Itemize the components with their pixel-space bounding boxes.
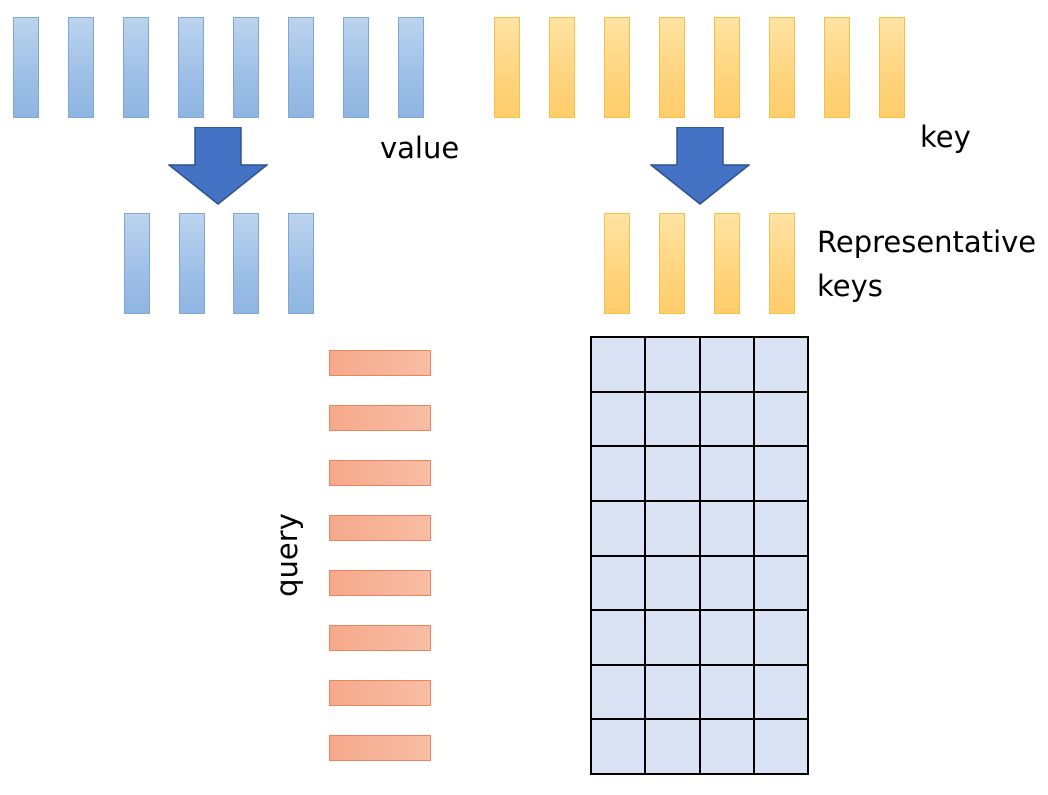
- matrix-cell: [754, 611, 809, 666]
- value-vector: [123, 17, 149, 118]
- down-arrow-icon: [650, 127, 750, 205]
- representative-keys-line2: keys: [817, 268, 883, 303]
- matrix-cell: [700, 556, 755, 612]
- matrix-cell: [754, 447, 809, 502]
- query-vector: [329, 570, 431, 596]
- matrix-cell: [700, 611, 755, 666]
- key-vector: [494, 17, 520, 118]
- matrix-cell: [700, 447, 755, 502]
- value-label: value: [380, 131, 460, 165]
- key-vector: [659, 17, 685, 118]
- matrix-cell: [754, 720, 809, 775]
- representative-value-vector: [124, 213, 150, 314]
- matrix-cell: [646, 720, 701, 775]
- matrix-cell: [646, 447, 701, 502]
- down-arrow-icon: [168, 127, 268, 205]
- matrix-cell: [592, 720, 647, 775]
- value-vector: [68, 17, 94, 118]
- key-vector: [769, 17, 795, 118]
- matrix-cell: [646, 501, 701, 557]
- query-vector: [329, 460, 431, 486]
- matrix-cell: [700, 501, 755, 557]
- matrix-cell: [646, 665, 701, 721]
- representative-key-vector: [659, 213, 685, 314]
- value-vector: [343, 17, 369, 118]
- matrix-cell: [754, 665, 809, 721]
- value-vector: [178, 17, 204, 118]
- matrix-cell: [754, 338, 809, 393]
- attention-matrix: [590, 336, 809, 775]
- representative-value-vector: [179, 213, 205, 314]
- matrix-cell: [754, 501, 809, 557]
- representative-value-vector: [288, 213, 314, 314]
- representative-keys-line1: Representative: [817, 225, 1037, 259]
- value-vector: [398, 17, 424, 118]
- representative-key-vector: [604, 213, 630, 314]
- matrix-cell: [646, 392, 701, 448]
- matrix-cell: [592, 501, 647, 557]
- matrix-cell: [592, 392, 647, 448]
- value-vector: [233, 17, 259, 118]
- value-vector: [288, 17, 314, 118]
- query-vector: [329, 405, 431, 431]
- matrix-cell: [754, 392, 809, 448]
- matrix-cell: [646, 556, 701, 612]
- key-vector: [549, 17, 575, 118]
- representative-keys-label: Representative keys: [817, 221, 1036, 308]
- matrix-cell: [592, 556, 647, 612]
- key-vector: [879, 17, 905, 118]
- key-vector: [824, 17, 850, 118]
- key-label: key: [920, 120, 971, 154]
- query-vector: [329, 735, 431, 761]
- query-vector: [329, 515, 431, 541]
- matrix-cell: [700, 338, 755, 393]
- matrix-cell: [700, 392, 755, 448]
- matrix-cell: [592, 611, 647, 666]
- representative-key-vector: [714, 213, 740, 314]
- matrix-cell: [592, 338, 647, 393]
- representative-value-vector: [233, 213, 259, 314]
- key-vector: [714, 17, 740, 118]
- matrix-cell: [592, 665, 647, 721]
- matrix-cell: [700, 720, 755, 775]
- matrix-cell: [646, 338, 701, 393]
- matrix-cell: [592, 447, 647, 502]
- matrix-cell: [754, 556, 809, 612]
- matrix-cell: [646, 611, 701, 666]
- query-label: query: [270, 513, 304, 597]
- representative-key-vector: [769, 213, 795, 314]
- key-vector: [604, 17, 630, 118]
- matrix-cell: [700, 665, 755, 721]
- query-vector: [329, 350, 431, 376]
- query-vector: [329, 625, 431, 651]
- query-vector: [329, 680, 431, 706]
- value-vector: [13, 17, 39, 118]
